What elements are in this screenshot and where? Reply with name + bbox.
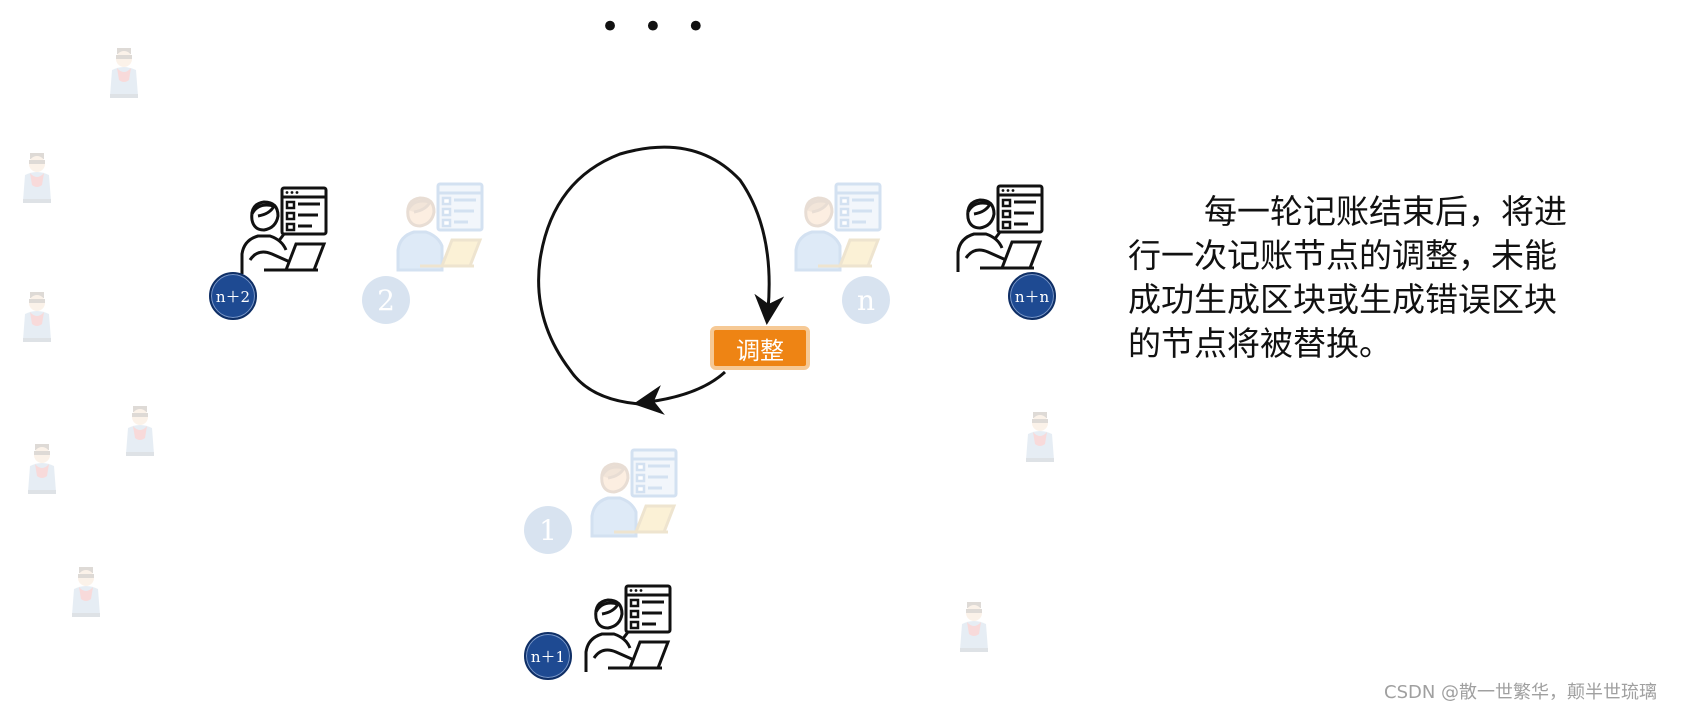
person-icon: [19, 290, 55, 344]
worker-laptop-icon: [788, 180, 884, 276]
node-badge-n-plus-n: n＋n: [1008, 272, 1056, 320]
person-icon: [122, 404, 158, 458]
worker-laptop-icon: [390, 180, 486, 276]
node-badge-1: 1: [524, 506, 572, 554]
cycle-arrow-icon: [537, 145, 785, 415]
worker-laptop-icon: [584, 446, 680, 542]
person-icon: [956, 600, 992, 654]
adjust-label: 调整: [710, 326, 810, 370]
worker-laptop-icon: [950, 182, 1046, 278]
person-icon: [68, 565, 104, 619]
description-text: 每一轮记账结束后，将进行一次记账节点的调整，未能成功生成区块或生成错误区块的节点…: [1128, 192, 1567, 363]
watermark: CSDN @散一世繁华，颠半世琉璃: [1384, 682, 1658, 703]
person-icon: [1022, 410, 1058, 464]
worker-laptop-icon: [578, 582, 674, 678]
person-icon: [24, 442, 60, 496]
person-icon: [106, 46, 142, 100]
node-badge-n-plus-2: n＋2: [209, 272, 257, 320]
ellipsis-marker: • • •: [600, 7, 712, 47]
person-icon: [19, 151, 55, 205]
node-badge-n-plus-1: n＋1: [524, 632, 572, 680]
node-badge-n: n: [842, 276, 890, 324]
node-badge-2: 2: [362, 276, 410, 324]
worker-laptop-icon: [234, 184, 330, 280]
